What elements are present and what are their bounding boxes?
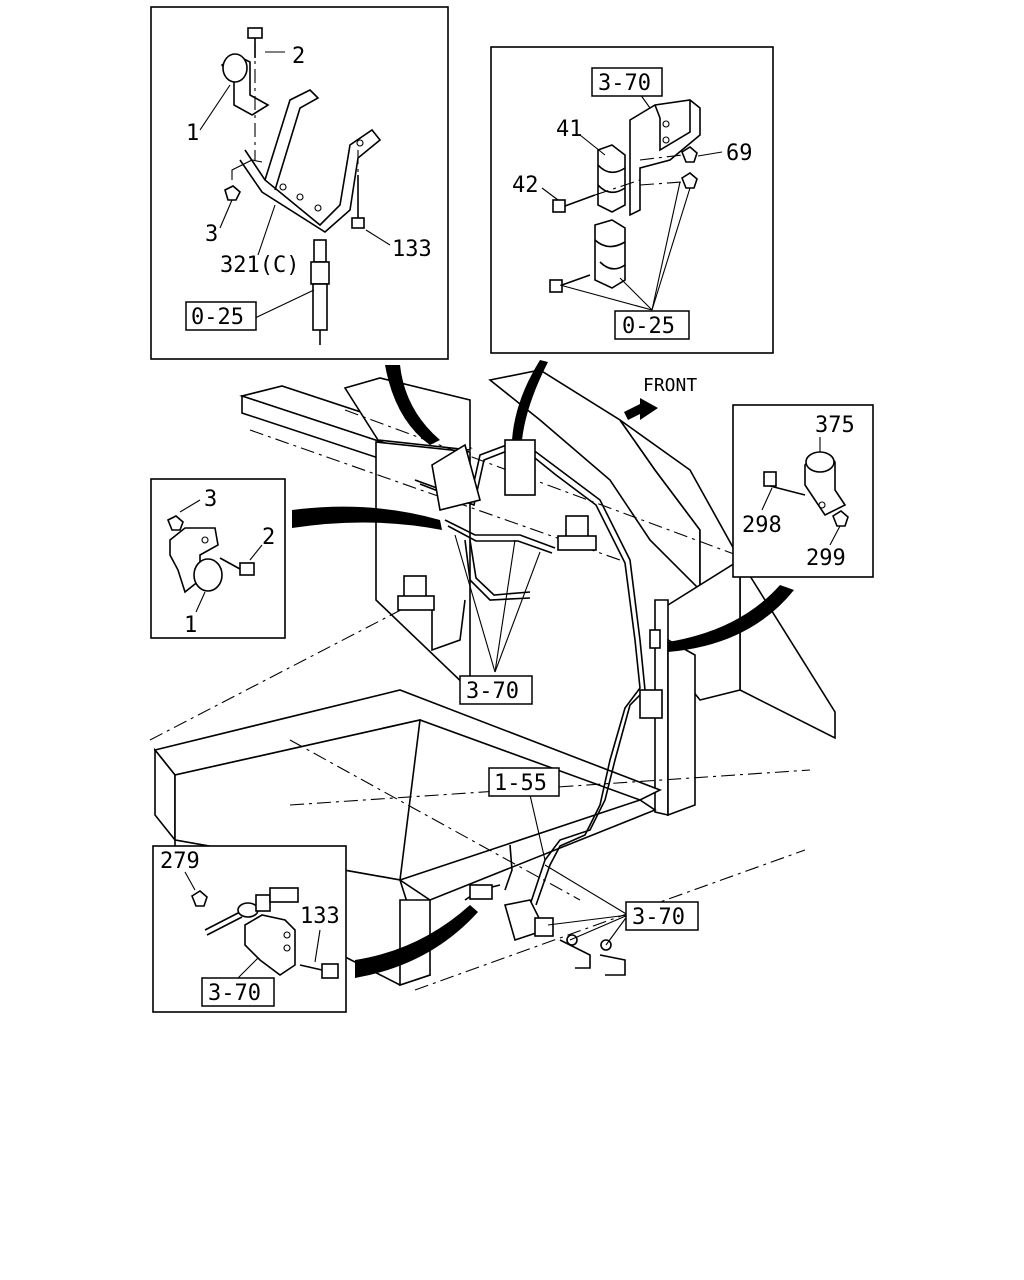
main-leaders <box>454 534 629 946</box>
detail-panel-left-middle: 3 2 1 <box>150 478 286 639</box>
detail-panel-bottom-left: 279 133 3-70 <box>152 845 347 1013</box>
part-label: 1 <box>184 613 197 638</box>
ref-tag: 0-25 <box>622 314 675 339</box>
part-label: 375 <box>815 413 855 438</box>
callout-arrows <box>292 360 794 978</box>
detail-panel-top-right: 3-70 41 69 42 0-25 <box>490 46 774 354</box>
ref-tag: 3-70 <box>632 905 685 930</box>
part-label: 2 <box>292 44 305 69</box>
ref-tag: 3-70 <box>466 679 519 704</box>
part-label: 279 <box>160 849 200 874</box>
part-label: 133 <box>392 237 432 262</box>
part-label: 3 <box>205 222 218 247</box>
ref-tag: 0-25 <box>191 305 244 330</box>
ref-tag: 3-70 <box>208 981 261 1006</box>
front-arrow-icon <box>624 398 658 420</box>
part-label: 3 <box>204 487 217 512</box>
main-labels: FRONT 3-70 1-55 3-70 <box>459 375 699 931</box>
detail-panel-top-left: 2 1 3 321(C) 133 0-25 <box>150 6 449 360</box>
part-label: 42 <box>512 173 539 198</box>
detail-panel-right-middle: 375 298 299 <box>732 404 874 578</box>
part-label: 299 <box>806 546 846 571</box>
front-direction-label: FRONT <box>643 375 697 396</box>
part-label: 2 <box>262 525 275 550</box>
part-label: 1 <box>186 121 199 146</box>
part-label: 298 <box>742 513 782 538</box>
part-label: 69 <box>726 141 753 166</box>
ref-tag: 3-70 <box>598 71 651 96</box>
part-label: 41 <box>556 117 583 142</box>
part-label: 133 <box>300 904 340 929</box>
ref-tag: 1-55 <box>494 771 547 796</box>
part-label: 321(C) <box>220 253 299 278</box>
